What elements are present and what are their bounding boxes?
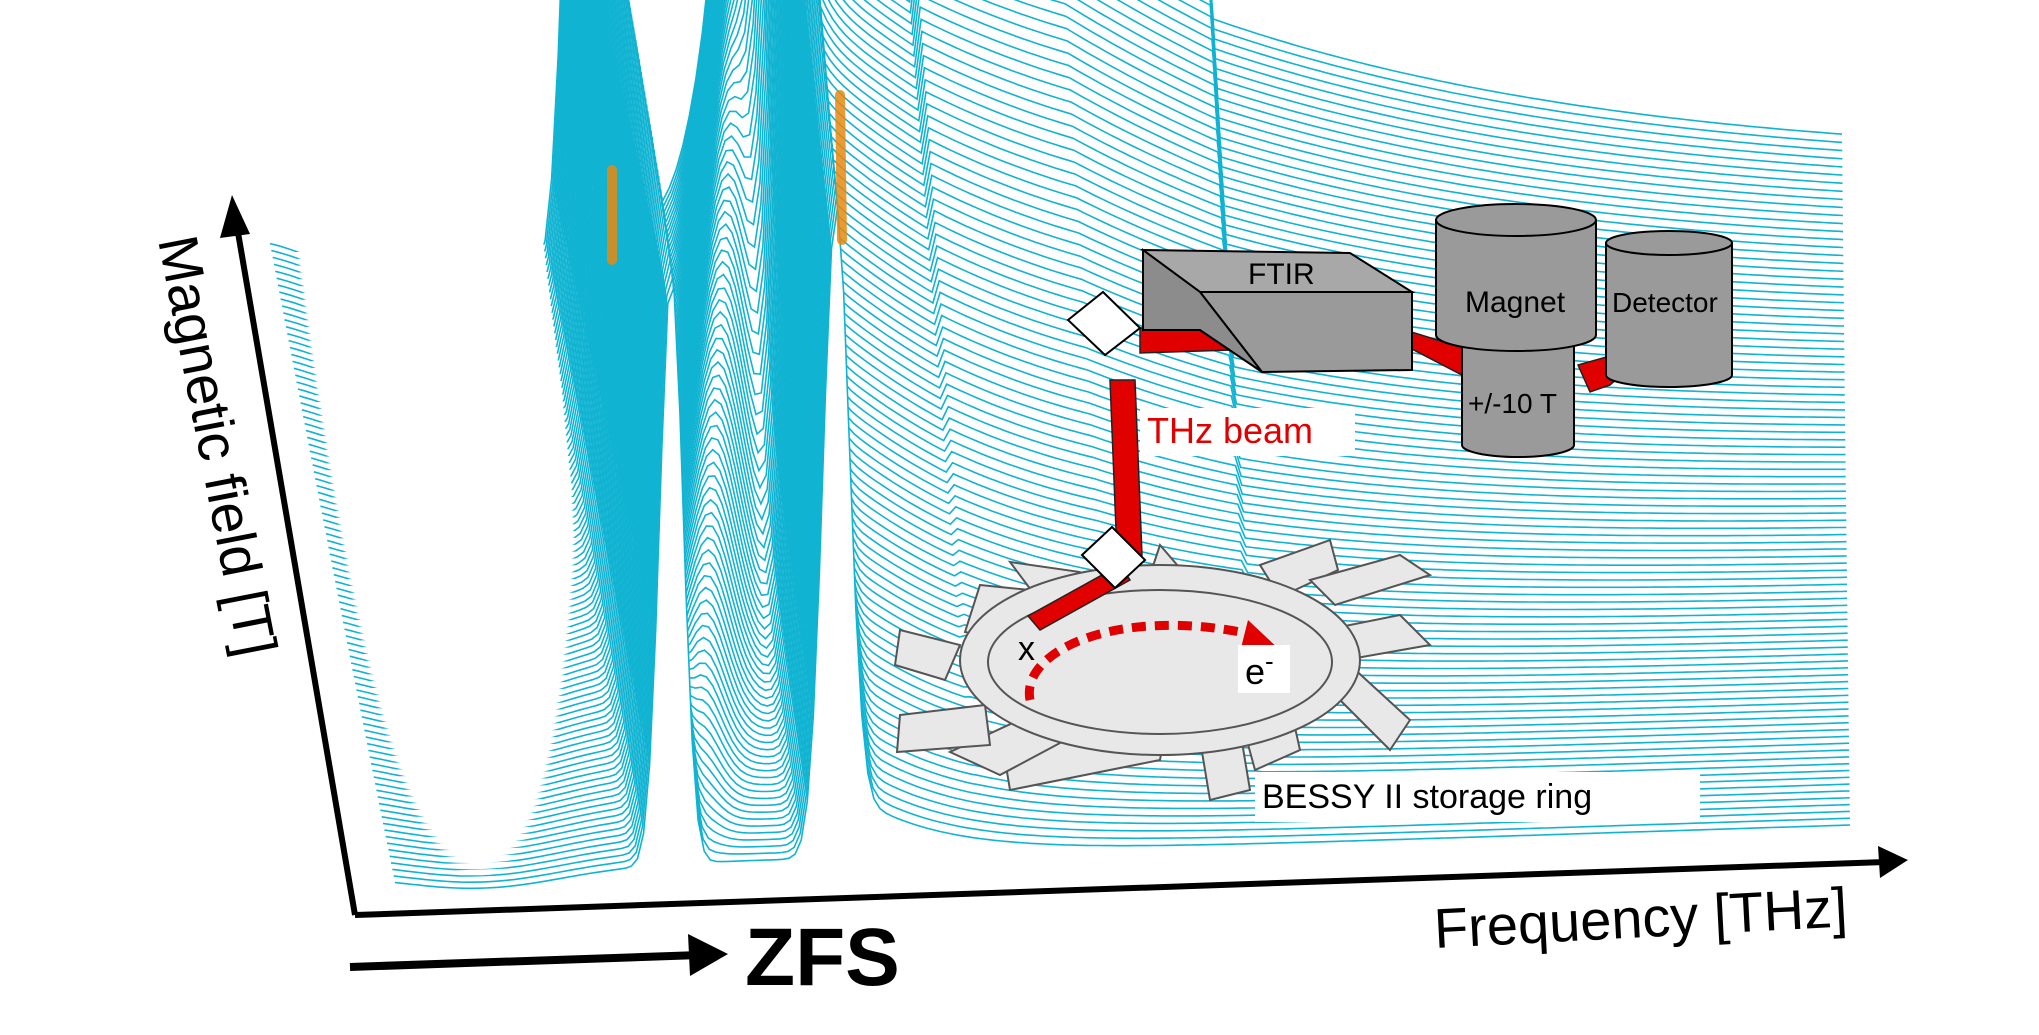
- ftir-label: FTIR: [1248, 258, 1315, 291]
- spectrum-line: [326, 0, 1846, 577]
- spectrum-line: [333, 0, 1847, 608]
- mirror-bottom: [1080, 525, 1147, 590]
- zfs-arrowhead: [688, 934, 728, 976]
- y-axis-label: Magnetic field [T]: [146, 230, 289, 661]
- spectrum-line: [332, 0, 1847, 602]
- detector-top: [1605, 230, 1733, 256]
- spectrum-line: [330, 0, 1846, 596]
- spectrum-line: [320, 0, 1846, 547]
- spectrum-line: [325, 0, 1846, 571]
- spectrum-line: [328, 0, 1846, 583]
- spectrum-line: [382, 111, 1850, 835]
- spectrum-line: [317, 0, 1846, 534]
- spectrum-line: [337, 0, 1847, 626]
- spectrum-line: [345, 0, 1847, 663]
- beam-label: THz beam: [1147, 410, 1313, 451]
- spectrum-line: [338, 0, 1847, 632]
- magnet-body: [1435, 219, 1597, 352]
- magnet: Magnet +/-10 T: [1435, 203, 1597, 458]
- spectrum-line: [393, 195, 1850, 883]
- mirror-top: [1066, 290, 1142, 357]
- detector-label: Detector: [1612, 287, 1718, 318]
- zfs-arrow-line: [349, 951, 701, 971]
- spectrum-line: [394, 206, 1851, 890]
- spectrum-line: [342, 0, 1847, 651]
- spectrum-line: [329, 0, 1846, 589]
- y-axis-line: [232, 214, 358, 916]
- ring-label-box: [1255, 772, 1700, 822]
- x-axis-label: Frequency [THz]: [1432, 875, 1849, 960]
- magnet-label: Magnet: [1465, 286, 1566, 319]
- spectrum-line: [334, 0, 1847, 614]
- spectrum-line: [346, 0, 1847, 669]
- electron-label: e-: [1245, 646, 1274, 692]
- peak-crest-2: [835, 90, 847, 245]
- beam-vertical: [1109, 379, 1143, 556]
- detector: Detector: [1605, 230, 1733, 388]
- axes: [220, 195, 1908, 976]
- storage-ring: x e-: [893, 538, 1433, 802]
- electron-label-box: [1238, 645, 1290, 693]
- x-axis-line: [354, 859, 1886, 918]
- spectrum-line: [348, 0, 1848, 675]
- spectrum-line: [336, 0, 1847, 620]
- spectrum-line: [341, 0, 1847, 645]
- ring-inner: [987, 589, 1333, 735]
- ring-label: BESSY II storage ring: [1262, 778, 1592, 816]
- spectrum-line: [344, 0, 1847, 657]
- source-mark: x: [1018, 630, 1035, 668]
- ftir-side-face: [1142, 248, 1263, 373]
- orbit-arrowhead: [1240, 620, 1282, 652]
- magnet-bore: [1461, 329, 1575, 458]
- x-axis-arrowhead: [1878, 846, 1908, 878]
- spectrum-line: [340, 0, 1847, 638]
- electron-orbit-arrow: [1024, 620, 1256, 701]
- detector-body: [1605, 242, 1733, 388]
- spectrum-line: [318, 0, 1846, 540]
- beam-label-box: [1140, 408, 1355, 456]
- field-label: +/-10 T: [1468, 388, 1557, 419]
- zfs-label: ZFS: [745, 912, 900, 1003]
- y-axis-arrowhead: [220, 195, 250, 238]
- magnet-top: [1435, 203, 1597, 237]
- ftir-spectrometer: FTIR: [1139, 248, 1416, 374]
